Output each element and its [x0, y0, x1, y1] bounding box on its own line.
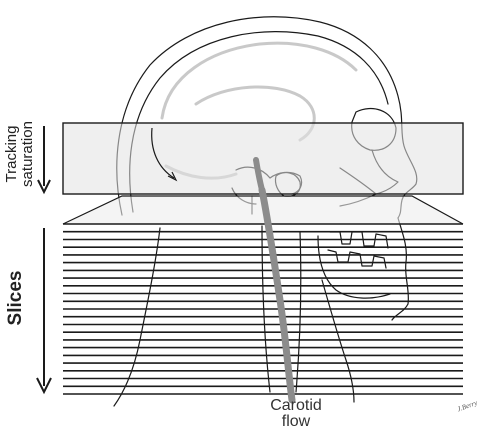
- tracking-arrowhead: [37, 179, 51, 195]
- slices-arrowhead: [36, 377, 52, 395]
- carotid-label: Carotid: [270, 397, 322, 414]
- slices-label: Slices: [5, 271, 26, 326]
- flow-label: flow: [282, 413, 311, 429]
- carotid-artery: [253, 157, 296, 404]
- brain-flow-arrowhead: [167, 171, 178, 182]
- tracking-saturation-label-group: Tracking saturation: [3, 121, 36, 187]
- brain-vessel-arc: [160, 41, 358, 120]
- carotid-vessel-upper: [253, 157, 265, 193]
- neck-front: [321, 279, 355, 403]
- artist-signature: J.Berry: [456, 399, 479, 414]
- spine-line: [295, 231, 302, 393]
- saturation-label: saturation: [19, 121, 36, 187]
- face-profile: [391, 217, 410, 321]
- slices-stack: [63, 223, 463, 395]
- mandible: [317, 235, 391, 299]
- brain-flow-arrow: [151, 127, 175, 179]
- lower-teeth: [327, 249, 387, 269]
- carotid-vessel: [258, 186, 296, 404]
- tracking-label: Tracking: [3, 126, 20, 183]
